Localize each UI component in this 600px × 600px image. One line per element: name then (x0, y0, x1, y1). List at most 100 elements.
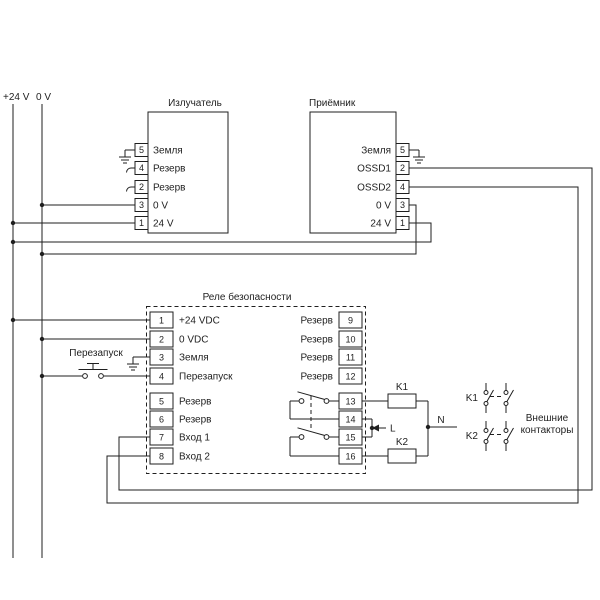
pin-box (134, 143, 149, 157)
pin-box (134, 216, 149, 230)
emitter-box (147, 111, 229, 234)
pin-label: Перезапуск (179, 372, 233, 383)
k2-coil-label: K2 (396, 437, 409, 448)
pin-label: 0 V (376, 201, 391, 212)
relay-pin-row: 5 Резерв (149, 392, 211, 410)
pin-box (395, 161, 410, 175)
pin-box (149, 410, 174, 428)
coil-icon (387, 448, 417, 464)
pin-number: 5 (139, 145, 144, 155)
pin-number: 2 (400, 163, 405, 173)
emitter-pin-row: 2 Резерв (134, 180, 185, 194)
pin-label: OSSD2 (357, 183, 391, 194)
external-contactors: K1 K2 Внешние контакторы (466, 383, 574, 451)
relay-pin-row: 2 0 VDC (149, 330, 208, 348)
pin-box (149, 367, 174, 385)
pin-label: 0 VDC (179, 335, 208, 346)
emitter-title: Излучатель (168, 98, 222, 109)
rail-24v-label: +24 V (3, 92, 30, 103)
pin-number: 6 (159, 415, 164, 425)
relay-pin-row: 15 (338, 428, 363, 446)
pin-number: 4 (159, 372, 164, 382)
pin-number: 16 (345, 452, 355, 462)
pin-number: 2 (159, 335, 164, 345)
pin-number: 12 (345, 372, 355, 382)
receiver-block: Приёмник 5 Земля 2 OSSD1 4 OSSD2 3 0 V 1 (309, 98, 425, 234)
ossd1-input1-wire (118, 167, 593, 491)
pin-label: 24 V (370, 219, 391, 230)
pin-box (338, 348, 363, 366)
receiver-pin-row: 5 Земля (361, 143, 410, 157)
contactor-k1-label: K1 (466, 393, 479, 404)
k2-coil: K2 (387, 437, 417, 464)
pin-number: 3 (400, 200, 405, 210)
emitter-pin-row: 4 Резерв (134, 161, 185, 175)
pin-box (338, 330, 363, 348)
pin-number: 4 (139, 163, 144, 173)
pin-label: Земля (361, 146, 391, 157)
relay-outline (146, 306, 366, 474)
receiver-24v-wire (13, 222, 432, 243)
receiver-pin-row: 3 0 V (376, 198, 410, 212)
pin-box (149, 447, 174, 465)
receiver-pin-row: 1 24 V (370, 216, 410, 230)
relay-pin-row: 14 (338, 410, 363, 428)
safety-relay-block: Реле безопасности 1 +24 VDC 2 0 VDC 3 Зе… (127, 291, 366, 474)
pin-label: Земля (153, 146, 183, 157)
pin-box (395, 198, 410, 212)
button-terminal (98, 373, 104, 379)
relay-pin-row: 13 (338, 392, 363, 410)
receiver-title: Приёмник (309, 98, 356, 109)
pin-number: 1 (159, 316, 164, 326)
pin-number: 8 (159, 452, 164, 462)
relay-pin-row: 6 Резерв (149, 410, 211, 428)
pin-label: Резерв (179, 415, 211, 426)
relay-pin-row: 9 Резерв (301, 311, 363, 329)
pin-label: OSSD1 (357, 164, 391, 175)
junction-dots (10, 202, 431, 431)
pin-box (395, 143, 410, 157)
emitter-block: Излучатель 5 Земля 4 Резерв 2 Резерв 3 0… (119, 98, 229, 234)
coil-icon (387, 393, 417, 409)
relay-pin-row: 12 Резерв (301, 367, 363, 385)
pin-box (134, 198, 149, 212)
pin-box (149, 330, 174, 348)
pin-label: 0 V (153, 201, 168, 212)
receiver-pin-row: 4 OSSD2 (357, 180, 410, 194)
restart-button-symbol: Перезапуск (69, 348, 123, 379)
pin-box (149, 348, 174, 366)
pin-label: 24 V (153, 219, 174, 230)
button-terminal (82, 373, 88, 379)
emitter-reserve-stub-2 (126, 186, 135, 192)
pin-number: 1 (139, 218, 144, 228)
contactor-k2-label: K2 (466, 431, 479, 442)
relay-title: Реле безопасности (203, 291, 292, 303)
rail-0v-label: 0 V (36, 92, 51, 103)
pin-box (149, 392, 174, 410)
pin-box (395, 216, 410, 230)
emitter-pin-row: 5 Земля (134, 143, 183, 157)
contactor-k2-contacts-icon (483, 421, 514, 451)
contactors-caption-line1: Внешние (526, 413, 569, 424)
emitter-pin-row: 3 0 V (134, 198, 168, 212)
contactors-caption-line2: контакторы (521, 425, 574, 436)
pin-label: Вход 2 (179, 452, 210, 463)
pin-box (149, 311, 174, 329)
restart-label: Перезапуск (69, 348, 123, 359)
pin-label: Вход 1 (179, 433, 210, 444)
l-arrow-icon (372, 424, 379, 432)
pin-box (134, 180, 149, 194)
pin-label: Резерв (301, 316, 333, 327)
pin-label: Резерв (153, 183, 185, 194)
relay-pin-row: 8 Вход 2 (149, 447, 210, 465)
pin-label: Резерв (179, 397, 211, 408)
pin-label: Резерв (301, 372, 333, 383)
pin-number: 14 (345, 415, 355, 425)
power-rails: +24 V 0 V (3, 92, 51, 558)
pin-number: 13 (345, 397, 355, 407)
relay-pin-row: 4 Перезапуск (149, 367, 233, 385)
receiver-box (309, 111, 397, 234)
receiver-0v-wire (42, 204, 417, 255)
relay-contact-13-14-icon (289, 391, 339, 420)
